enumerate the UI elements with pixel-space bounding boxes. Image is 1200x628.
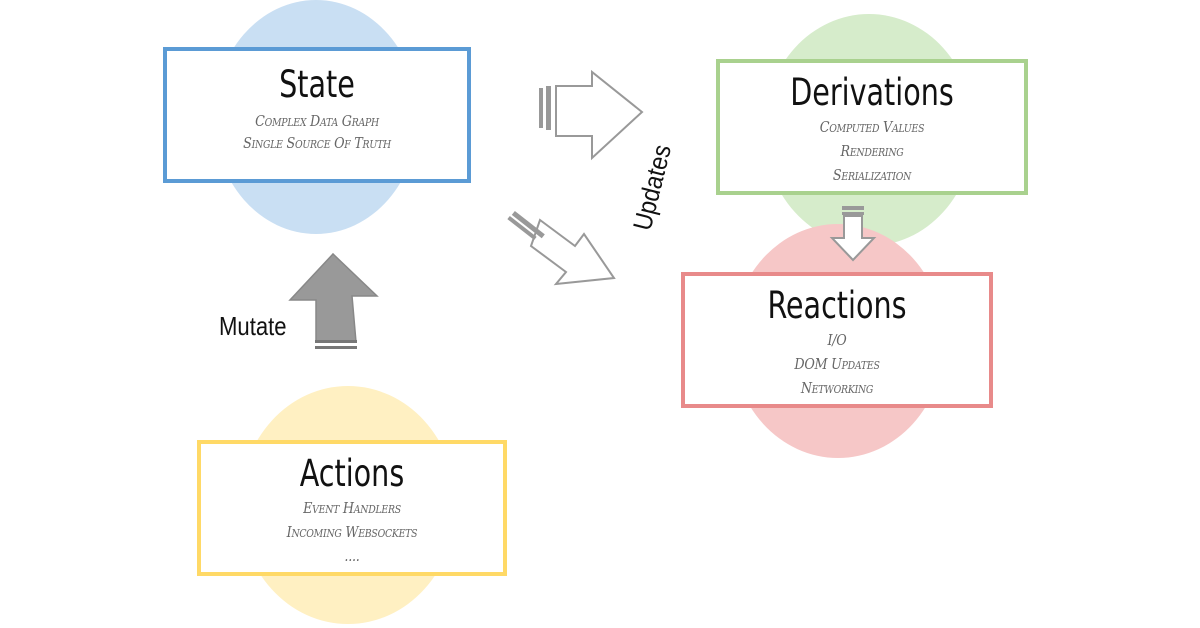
reactions-line-2: DOM Updates — [794, 355, 880, 373]
reactions-title: Reactions — [767, 284, 907, 327]
derivations-title: Derivations — [790, 71, 954, 114]
derivations-line-2: Rendering — [840, 142, 904, 160]
actions-line-1: Event Handlers — [303, 499, 401, 517]
derivations-line-1: Computed Values — [819, 118, 925, 136]
actions-node: Actions Event Handlers Incoming Websocke… — [197, 440, 507, 576]
updates-arrow-top — [539, 69, 644, 161]
actions-line-3: .... — [344, 547, 360, 565]
state-line-1: Complex Data Graph — [255, 112, 379, 130]
derivations-line-3: Serialization — [832, 166, 912, 184]
actions-line-2: Incoming Websockets — [286, 523, 418, 541]
reactions-node: Reactions I/O DOM Updates Networking — [681, 272, 993, 408]
reactions-line-1: I/O — [827, 331, 847, 349]
mutate-label: Mutate — [219, 311, 287, 341]
updates-arrow-bottom — [507, 210, 616, 286]
actions-title: Actions — [299, 452, 405, 495]
state-line-2: Single Source Of Truth — [243, 134, 391, 152]
mutate-arrow — [288, 252, 379, 349]
state-title: State — [279, 63, 355, 106]
derivations-node: Derivations Computed Values Rendering Se… — [716, 59, 1028, 195]
derivation-to-reaction-arrow — [829, 206, 877, 262]
reactions-line-3: Networking — [800, 379, 874, 397]
state-node: State Complex Data Graph Single Source O… — [163, 47, 471, 183]
